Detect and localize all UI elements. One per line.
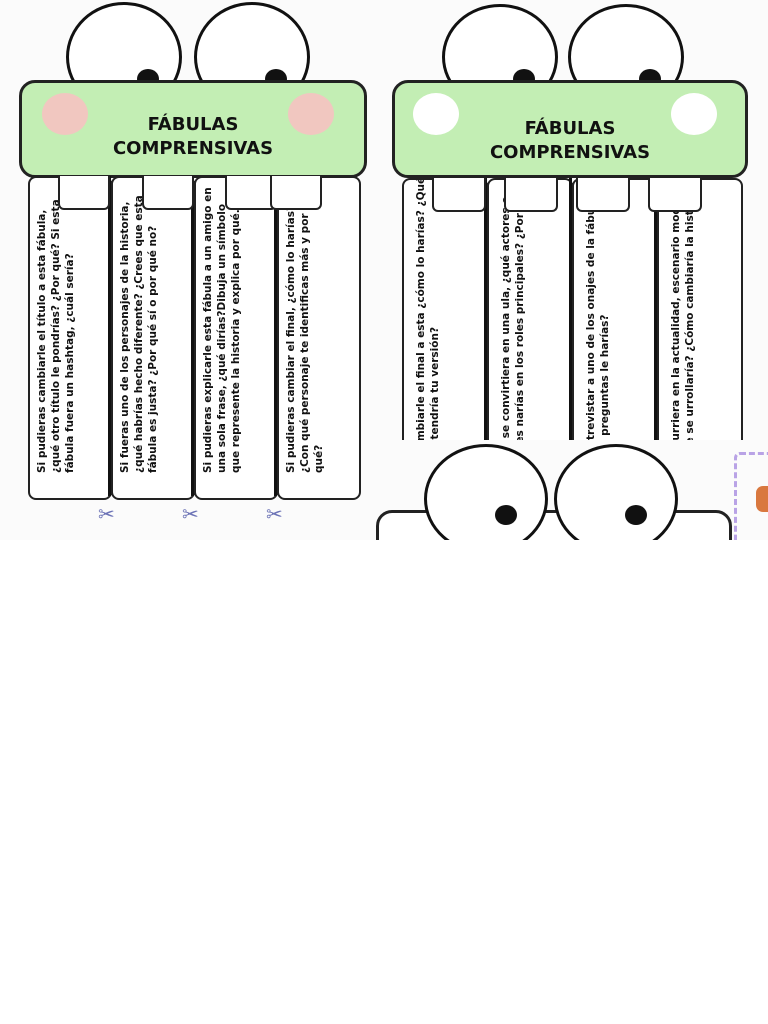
strip-divider bbox=[569, 178, 572, 440]
partial-frog-card bbox=[372, 438, 732, 540]
question-text: Si pudieras explicarle esta fábula a un … bbox=[202, 187, 242, 473]
question-strip: ta fábula se convirtiera en una ula, ¿qu… bbox=[487, 178, 573, 440]
question-strip: dieras entrevistar a uno de los onajes d… bbox=[572, 178, 658, 440]
question-strip: Si pudieras explicarle esta fábula a un … bbox=[194, 176, 278, 500]
right-frog-card: FÁBULAS COMPRENSIVAS dieras cambiarle el… bbox=[380, 0, 768, 440]
decorative-shape bbox=[756, 486, 768, 512]
strip-tab bbox=[576, 178, 630, 212]
strip-divider bbox=[654, 178, 657, 440]
title-line-1: FÁBULAS bbox=[147, 114, 239, 135]
scissors-icon: ✂ bbox=[266, 502, 283, 526]
strip-divider bbox=[274, 176, 277, 496]
right-eye bbox=[554, 444, 678, 540]
strip-tab bbox=[58, 176, 110, 210]
scissors-icon: ✂ bbox=[182, 502, 199, 526]
question-strip: Si pudieras cambiarle el título a esta f… bbox=[28, 176, 112, 500]
scissors-icon: ✂ bbox=[98, 502, 115, 526]
left-eye bbox=[424, 444, 548, 540]
question-strip: Si fueras uno de los personajes de la hi… bbox=[111, 176, 195, 500]
question-strip: dieras cambiarle el final a esta ¿cómo l… bbox=[402, 178, 488, 440]
left-cheek bbox=[413, 93, 459, 135]
left-cheek bbox=[42, 93, 88, 135]
question-text: Si pudieras cambiarle el título a esta f… bbox=[36, 199, 76, 473]
strip-divider bbox=[108, 176, 111, 496]
worksheet-image: FÁBULAS COMPRENSIVAS Si pudieras cambiar… bbox=[0, 0, 768, 540]
strip-tab bbox=[648, 178, 702, 212]
strip-divider bbox=[484, 178, 487, 440]
title-line-2: COMPRENSIVAS bbox=[112, 138, 274, 159]
question-strip: fábula ocurriera en la actualidad, escen… bbox=[657, 178, 743, 440]
right-cheek bbox=[671, 93, 717, 135]
title-line-1: FÁBULAS bbox=[524, 118, 616, 139]
strip-tab bbox=[504, 178, 558, 212]
question-strip: Si pudieras cambiar el final, ¿cómo lo h… bbox=[277, 176, 361, 500]
question-text: fábula ocurriera en la actualidad, escen… bbox=[670, 180, 696, 440]
question-text: dieras entrevistar a uno de los onajes d… bbox=[585, 193, 611, 440]
right-pupil bbox=[625, 505, 647, 525]
left-pupil bbox=[495, 505, 517, 525]
question-text: ta fábula se convirtiera en una ula, ¿qu… bbox=[500, 181, 526, 440]
strip-tab bbox=[270, 176, 322, 210]
title-line-2: COMPRENSIVAS bbox=[489, 142, 651, 163]
dashed-frame bbox=[734, 452, 768, 540]
card-title: FÁBULAS COMPRENSIVAS bbox=[395, 117, 745, 165]
question-text: Si pudieras cambiar el final, ¿cómo lo h… bbox=[285, 204, 325, 473]
card-title: FÁBULAS COMPRENSIVAS bbox=[22, 113, 364, 161]
left-frog-card: FÁBULAS COMPRENSIVAS Si pudieras cambiar… bbox=[0, 0, 380, 540]
question-text: dieras cambiarle el final a esta ¿cómo l… bbox=[415, 178, 441, 440]
question-text: Si fueras uno de los personajes de la hi… bbox=[119, 195, 159, 473]
strip-tab bbox=[432, 178, 486, 212]
title-band: FÁBULAS COMPRENSIVAS bbox=[392, 80, 748, 178]
right-cheek bbox=[288, 93, 334, 135]
title-band: FÁBULAS COMPRENSIVAS bbox=[19, 80, 367, 178]
strip-divider bbox=[191, 176, 194, 496]
strip-tab bbox=[142, 176, 194, 210]
